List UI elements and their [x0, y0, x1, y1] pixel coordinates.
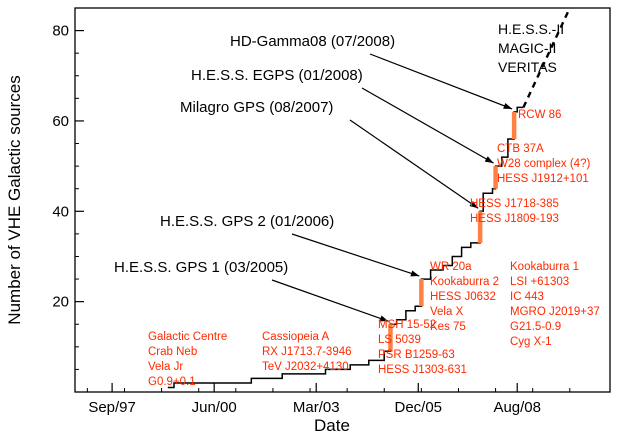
src-hess-j1303: HESS J1303-631 [378, 364, 467, 376]
src-crab-neb: Crab Neb [148, 346, 197, 358]
x-tick-label-3: Dec/05 [395, 399, 443, 416]
source-count-step-line [167, 106, 524, 389]
src-ls-5039: LS 5039 [378, 334, 421, 346]
src-hess-j1718: HESS J1718-385 [470, 198, 559, 210]
future-label-magic2: MAGIC-II [498, 40, 556, 56]
arrow-head-3 [484, 156, 494, 164]
survey-label-hess-egps: H.E.S.S. EGPS (01/2008) [191, 67, 363, 84]
arrow-line-1 [291, 233, 420, 277]
arrow-line-4 [369, 53, 513, 110]
src-vela-x: Vela X [430, 306, 464, 318]
survey-label-hess-gps1: H.E.S.S. GPS 1 (03/2005) [114, 259, 288, 276]
src-rcw-86: RCW 86 [518, 109, 561, 121]
arrow-head-2 [469, 200, 479, 209]
src-hess-j1809: HESS J1809-193 [470, 213, 559, 225]
src-rx-j1713: RX J1713.7-3946 [262, 346, 352, 358]
src-galactic-centre: Galactic Centre [148, 331, 227, 343]
arrow-head-0 [379, 315, 389, 322]
future-label-veritas: VERITAS [498, 59, 557, 75]
y-axis-label: Number of VHE Galactic sources [5, 75, 24, 324]
x-axis-label: Date [314, 416, 350, 435]
y-tick-label-0: 20 [52, 294, 69, 311]
src-ctb-37a: CTB 37A [497, 143, 544, 155]
survey-label-milagro-gps: Milagro GPS (08/2007) [180, 99, 333, 116]
src-cyg-x1: Cyg X-1 [510, 336, 552, 348]
series-layer [167, 7, 571, 389]
survey-label-hd-gamma08: HD-Gamma08 (07/2008) [230, 33, 395, 50]
annotation-arrows [271, 53, 513, 322]
src-hess-j0632: HESS J0632 [430, 291, 496, 303]
x-tick-label-2: Mar/03 [293, 399, 340, 416]
src-kookaburra-2: Kookaburra 2 [430, 276, 499, 288]
src-mgro-j2019: MGRO J2019+37 [510, 306, 600, 318]
arrow-line-3 [361, 87, 494, 164]
y-tick-label-3: 80 [52, 23, 69, 40]
src-tev-j2032: TeV J2032+4130 [262, 361, 349, 373]
plot-frame [74, 7, 611, 393]
src-g0.9: G0.9+0.1 [148, 376, 196, 388]
src-kookaburra-1: Kookaburra 1 [510, 261, 579, 273]
src-ic-443: IC 443 [510, 291, 544, 303]
x-tick-label-0: Sep/97 [88, 399, 136, 416]
x-tick-label-1: Jun/00 [192, 399, 237, 416]
arrow-head-1 [410, 270, 420, 277]
future-label-hess2: H.E.S.S.-II [498, 21, 564, 37]
x-tick-label-4: Aug/08 [493, 399, 541, 416]
src-cassiopeia-a: Cassiopeia A [262, 331, 329, 343]
src-lsi-61303: LSI +61303 [510, 276, 569, 288]
y-tick-label-2: 60 [52, 113, 69, 130]
src-kes-75: Kes 75 [430, 321, 466, 333]
y-axis: 20 40 60 80 [52, 7, 84, 370]
src-w28-complex: W28 complex (4?) [497, 158, 590, 170]
survey-label-hess-gps2: H.E.S.S. GPS 2 (01/2006) [160, 213, 334, 230]
src-g21.5: G21.5-0.9 [510, 321, 561, 333]
src-vela-jr: Vela Jr [148, 361, 183, 373]
source-labels: Galactic Centre Crab Neb Vela Jr G0.9+0.… [148, 109, 600, 388]
src-psr-b1259: PSR B1259-63 [378, 349, 455, 361]
src-hess-j1912: HESS J1912+101 [497, 173, 589, 185]
arrow-head-4 [503, 102, 513, 109]
arrow-line-2 [349, 119, 479, 209]
y-tick-label-1: 40 [52, 203, 69, 220]
arrow-line-0 [271, 279, 389, 322]
projection-dashed-line [522, 7, 571, 108]
src-msh-15-52: MSH 15-52 [378, 319, 436, 331]
src-wr-20a: WR 20a [430, 261, 472, 273]
x-axis: Sep/97 Jun/00 Mar/03 Dec/05 Aug/08 [86, 383, 571, 416]
